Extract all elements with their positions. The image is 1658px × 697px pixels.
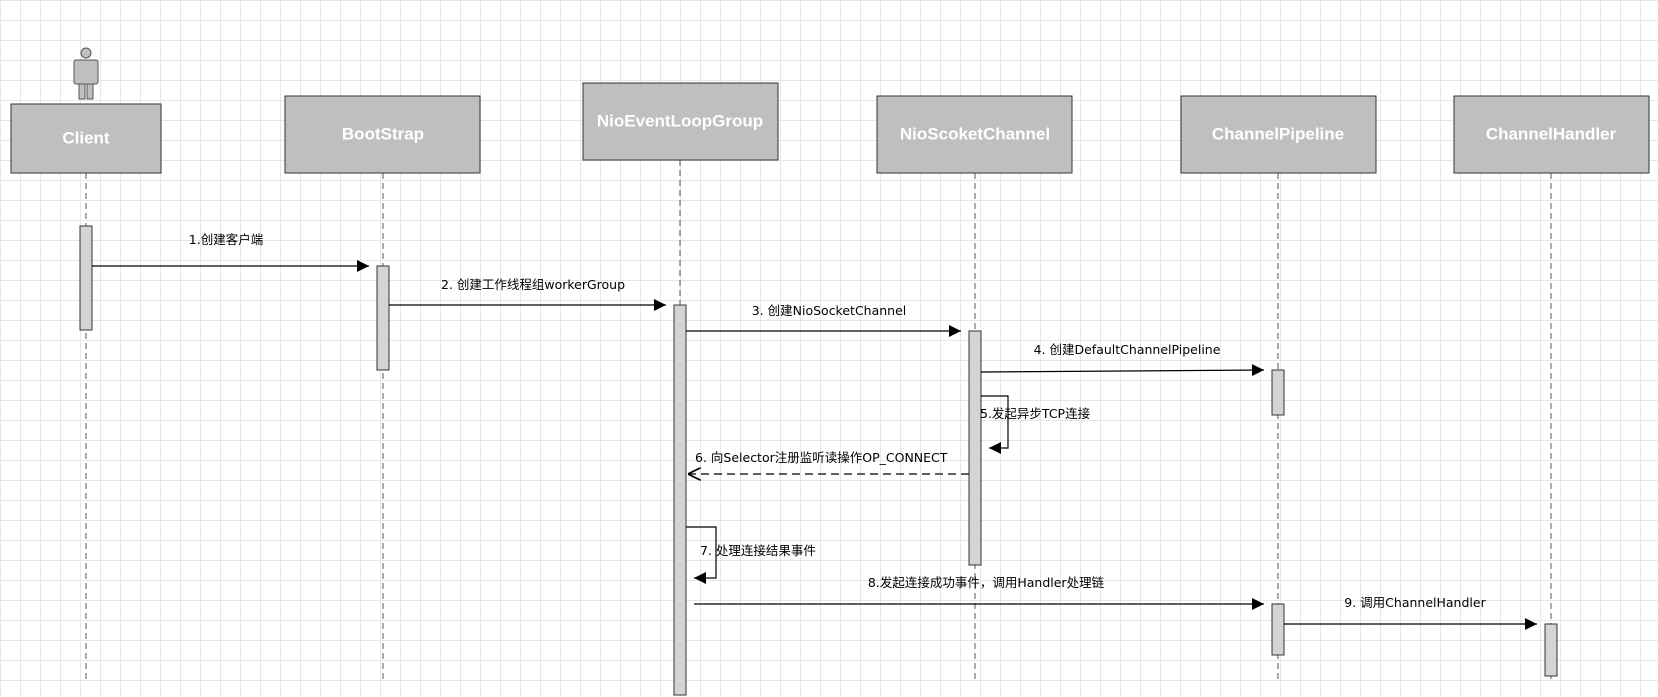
participant-nioeventloopgroup: NioEventLoopGroup <box>582 82 779 161</box>
activation-nioeventloopgroup <box>673 304 687 696</box>
message-label-6: 6. 向Selector注册监听读操作OP_CONNECT <box>695 450 948 465</box>
participant-label: NioEventLoopGroup <box>597 111 763 130</box>
activation-client <box>79 225 93 331</box>
participant-label: NioScoketChannel <box>900 124 1050 143</box>
person-icon <box>73 47 99 100</box>
activation-nioscoketchannel <box>968 330 982 566</box>
participant-label: Client <box>62 128 110 147</box>
message-arrow-4 <box>980 364 1265 377</box>
participant-label: ChannelPipeline <box>1212 124 1344 143</box>
participant-nioscoketchannel: NioScoketChannel <box>876 95 1073 174</box>
message-label-3: 3. 创建NioSocketChannel <box>752 303 907 318</box>
activation-channelpipeline-1 <box>1271 369 1285 416</box>
participant-label: BootStrap <box>342 124 424 143</box>
message-label-5: 5.发起异步TCP连接 <box>980 406 1091 421</box>
message-label-8: 8.发起连接成功事件，调用Handler处理链 <box>868 575 1105 590</box>
message-arrow-7 <box>686 526 717 584</box>
participant-client: Client <box>10 103 162 174</box>
message-label-1: 1.创建客户端 <box>189 232 263 247</box>
message-label-4: 4. 创建DefaultChannelPipeline <box>1034 342 1221 357</box>
message-label-7: 7. 处理连接结果事件 <box>700 543 816 558</box>
message-arrow-5 <box>981 395 1009 454</box>
participant-channelhandler: ChannelHandler <box>1453 95 1650 174</box>
activation-bootstrap <box>376 265 390 371</box>
message-label-2: 2. 创建工作线程组workerGroup <box>441 277 625 292</box>
participant-bootstrap: BootStrap <box>284 95 481 174</box>
participant-label: ChannelHandler <box>1486 124 1617 143</box>
activation-channelpipeline-2 <box>1271 603 1285 656</box>
activation-channelhandler <box>1544 623 1558 677</box>
participant-channelpipeline: ChannelPipeline <box>1180 95 1377 174</box>
message-label-9: 9. 调用ChannelHandler <box>1344 595 1486 610</box>
